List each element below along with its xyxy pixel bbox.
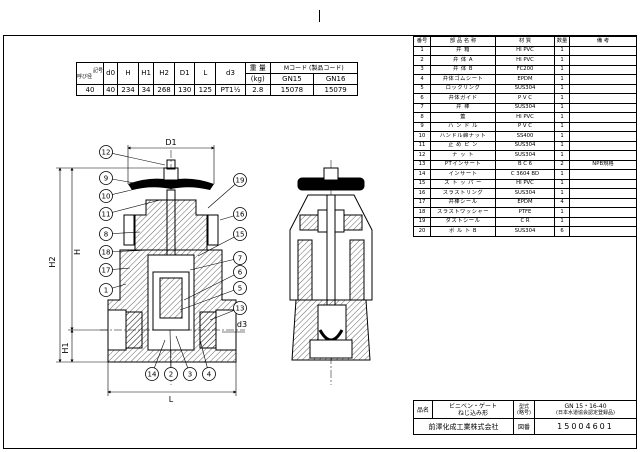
- front-view: [100, 150, 245, 385]
- callout-circle: [99, 283, 113, 297]
- callout-number: 1: [104, 287, 108, 295]
- callout-number: 7: [238, 255, 242, 263]
- dim-label-D1: D1: [165, 138, 176, 147]
- product-name: ビニベン・ゲート: [448, 402, 497, 410]
- callout-leader: [105, 199, 161, 215]
- cell-H1: 34: [137, 84, 155, 96]
- callout-leader: [169, 329, 172, 375]
- callout-leader: [207, 179, 241, 209]
- callout-leader: [179, 287, 241, 311]
- callout-number: 16: [236, 211, 245, 219]
- callout-circle: [233, 251, 247, 265]
- callout-number: 12: [102, 149, 111, 157]
- callout-circle: [233, 301, 247, 315]
- dim-label-H1: H1: [61, 342, 70, 353]
- callout-number: 15: [236, 231, 245, 239]
- callout-leader: [105, 185, 149, 197]
- callout-circle: [99, 245, 113, 259]
- callout-leader: [197, 233, 241, 257]
- callout-circle: [99, 145, 113, 159]
- callout-number: 13: [236, 305, 245, 313]
- drawing-number: 15004601: [534, 418, 637, 435]
- callout-number: 8: [104, 231, 108, 239]
- callout-circle: [164, 367, 178, 381]
- part-callouts: 12 9 10 11 8 18 17 1 19 16 15 7 6 5 13 14 2 3 4: [99, 145, 247, 381]
- callout-leader: [105, 151, 166, 166]
- callout-number: 4: [207, 371, 212, 379]
- callout-circle: [202, 367, 216, 381]
- callout-leader: [105, 249, 151, 253]
- callout-number: 5: [238, 285, 242, 293]
- dimension-lines: [56, 145, 245, 396]
- side-view: [289, 160, 373, 385]
- callout-circle: [99, 263, 113, 277]
- callout-circle: [233, 227, 247, 241]
- dim-label-H2: H2: [48, 256, 57, 267]
- callout-circle: [233, 281, 247, 295]
- callout-circle: [145, 367, 159, 381]
- cell-gn15: 15078: [269, 84, 315, 96]
- callout-number: 6: [238, 269, 243, 277]
- dim-label-d3: d3: [237, 320, 247, 329]
- callout-number: 18: [102, 249, 111, 257]
- dim-label-L: L: [169, 395, 174, 404]
- cell-D1: 130: [173, 84, 196, 96]
- top-center-mark: [319, 10, 320, 22]
- callout-number: 14: [148, 371, 157, 379]
- callout-circle: [99, 207, 113, 221]
- company-name: 前澤化成工業株式会社: [413, 418, 514, 435]
- callout-number: 11: [102, 211, 111, 219]
- callout-circle: [99, 189, 113, 203]
- product-sub: ねじ込み形: [457, 409, 488, 417]
- parts-header-row: 番号 部 品 名 称 材 質 数量 備 考: [413, 36, 637, 47]
- cell-d0: 40: [102, 84, 119, 96]
- dim-label-H: H: [73, 249, 82, 255]
- callout-number: 3: [188, 371, 192, 379]
- drawing-sheet-border: [3, 35, 637, 449]
- callout-leader: [189, 257, 241, 271]
- callout-number: 2: [169, 371, 173, 379]
- cell-H2: 268: [153, 84, 175, 96]
- callout-circle: [99, 171, 113, 185]
- callout-number: 10: [102, 193, 111, 201]
- title-block: 品名 ビニベン・ゲート ねじ込み形 型式 (略号) GN 15・16-40 (日…: [413, 400, 637, 435]
- part-note: [569, 226, 637, 237]
- callout-number: 19: [236, 177, 245, 185]
- callout-number: 17: [102, 267, 111, 275]
- callout-circle: [233, 265, 247, 279]
- model-sub: (日本水道協会認定登録品): [556, 409, 615, 416]
- cell-L: 125: [194, 84, 217, 96]
- callout-leader: [183, 271, 241, 301]
- callout-circle: [233, 207, 247, 221]
- cell-gn16: 15079: [313, 84, 358, 96]
- callout-circle: [183, 367, 197, 381]
- model: GN 15・16-40: [564, 402, 607, 410]
- dimension-table: 記号 呼び径 d0 H H1 H2 D1 L d3 重 量 Mコード (製品コー…: [76, 62, 359, 96]
- dimension-labels: D1 H H2 H1 L d3: [48, 138, 247, 404]
- callout-circle: [99, 227, 113, 241]
- cell-d3: PT1½: [215, 84, 246, 96]
- callout-number: 9: [104, 175, 108, 183]
- callout-circle: [233, 173, 247, 187]
